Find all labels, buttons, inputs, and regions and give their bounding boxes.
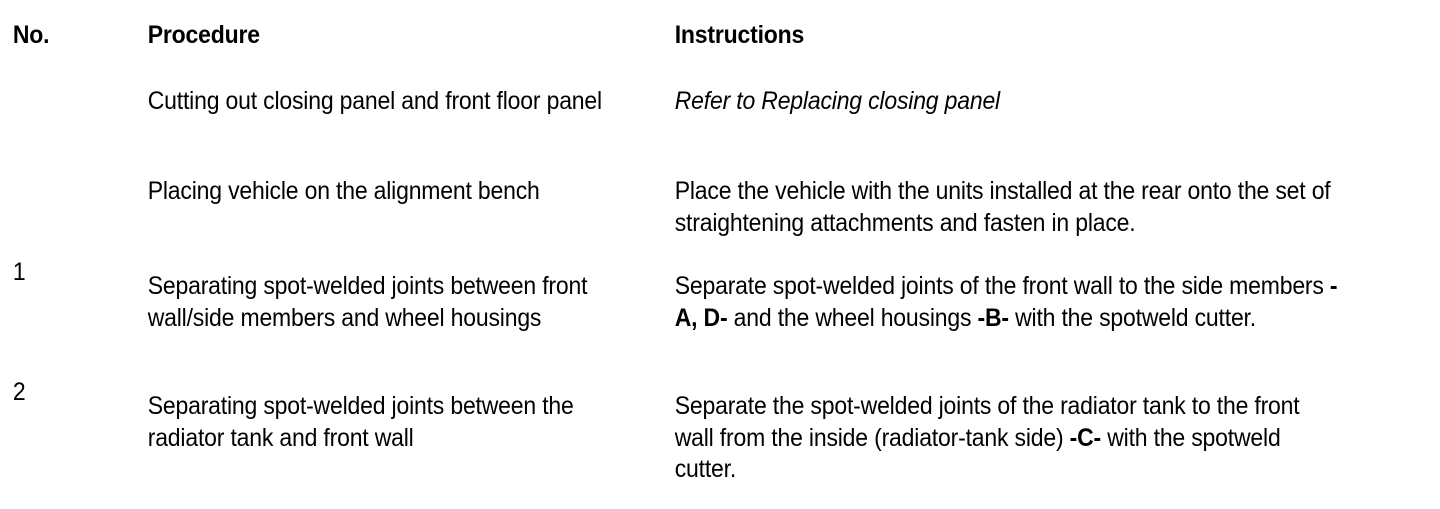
row-procedure-value: Placing vehicle on the alignment bench xyxy=(147,177,540,205)
row-procedure-cell: Separating spot-welded joints between fr… xyxy=(133,257,660,377)
row-number-value: 1 xyxy=(12,258,26,286)
procedure-table: No. Procedure Instructions Cutting out c… xyxy=(0,0,1407,509)
table-row: 1 Separating spot-welded joints between … xyxy=(0,257,1407,377)
table-body: Cutting out closing panel and front floo… xyxy=(0,72,1407,509)
table-header-row: No. Procedure Instructions xyxy=(0,0,1407,72)
column-header-procedure: Procedure xyxy=(133,0,660,72)
row-instructions-value: Place the vehicle with the units install… xyxy=(674,177,1337,237)
row-instructions-value: Separate spot-welded joints of the front… xyxy=(674,272,1338,332)
column-header-procedure-label: Procedure xyxy=(147,21,260,49)
row-procedure-value: Cutting out closing panel and front floo… xyxy=(147,87,602,115)
column-header-instructions: Instructions xyxy=(660,0,1407,72)
row-number-value xyxy=(0,72,122,90)
row-instructions-cell: Separate the spot-welded joints of the r… xyxy=(660,377,1407,509)
row-number-cell xyxy=(0,72,133,162)
row-number-cell xyxy=(0,162,133,257)
row-number-value xyxy=(0,162,122,180)
row-procedure-cell: Separating spot-welded joints between th… xyxy=(133,377,660,509)
row-instructions-cell: Refer to Replacing closing panel xyxy=(660,72,1407,162)
table-row: 2 Separating spot-welded joints between … xyxy=(0,377,1407,509)
row-number-cell: 1 xyxy=(0,257,133,377)
row-number-cell: 2 xyxy=(0,377,133,509)
row-instructions-cell: Place the vehicle with the units install… xyxy=(660,162,1407,257)
table-row: Placing vehicle on the alignment bench P… xyxy=(0,162,1407,257)
row-procedure-value: Separating spot-welded joints between fr… xyxy=(147,272,588,332)
row-procedure-value: Separating spot-welded joints between th… xyxy=(147,392,574,452)
row-instructions-value: Separate the spot-welded joints of the r… xyxy=(674,392,1306,483)
column-header-no: No. xyxy=(0,0,133,72)
column-header-no-label: No. xyxy=(12,21,50,49)
row-number-value: 2 xyxy=(12,378,26,406)
row-instructions-value: Refer to Replacing closing panel xyxy=(674,87,1000,115)
column-header-instructions-label: Instructions xyxy=(674,21,805,49)
row-instructions-cell: Separate spot-welded joints of the front… xyxy=(660,257,1407,377)
table-row: Cutting out closing panel and front floo… xyxy=(0,72,1407,162)
row-procedure-cell: Placing vehicle on the alignment bench xyxy=(133,162,660,257)
row-procedure-cell: Cutting out closing panel and front floo… xyxy=(133,72,660,162)
